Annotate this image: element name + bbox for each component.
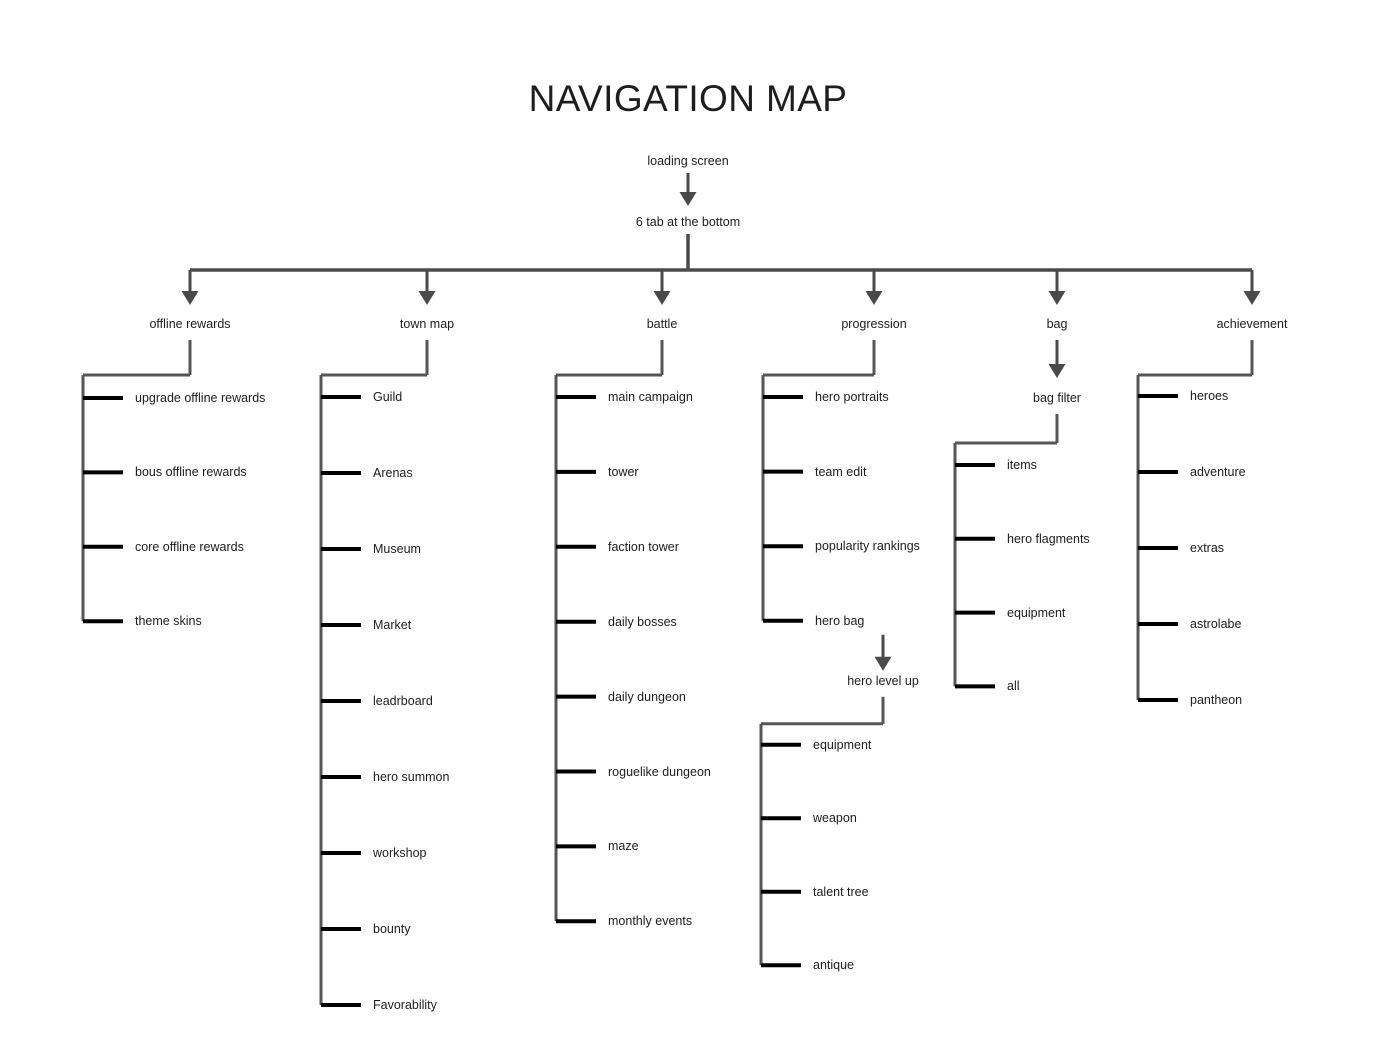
leaf-battle-4[interactable]: daily dungeon	[608, 689, 686, 704]
leaf-offline-rewards-3[interactable]: theme skins	[135, 613, 202, 628]
leaf-bag-1[interactable]: hero flagments	[1007, 531, 1090, 546]
arrow-bus-to-bag-head-icon	[1048, 291, 1066, 305]
arrow-bus-to-town-map-head-icon	[418, 291, 436, 305]
leaf-battle-2[interactable]: faction tower	[608, 539, 679, 554]
leaf-town-map-1[interactable]: Arenas	[373, 465, 413, 480]
node-offline-rewards[interactable]: offline rewards	[149, 316, 231, 331]
node-achievement[interactable]: achievement	[1216, 316, 1288, 331]
leaf-progression-2[interactable]: popularity rankings	[815, 538, 920, 553]
node-6-tab-at-the-bottom[interactable]: 6 tab at the bottom	[635, 214, 741, 229]
arrow-loading-to-hub-head-icon	[679, 192, 697, 206]
leaf-battle-0[interactable]: main campaign	[608, 389, 693, 404]
leaf-town-map-3[interactable]: Market	[373, 617, 412, 632]
page-title: NAVIGATION MAP	[528, 78, 848, 119]
leaf-battle-6[interactable]: maze	[608, 839, 639, 854]
node-town-map[interactable]: town map	[399, 316, 455, 331]
leaf-town-map-0[interactable]: Guild	[373, 389, 403, 404]
leaf-hero-level-up-1[interactable]: weapon	[813, 811, 857, 826]
leaf-battle-1[interactable]: tower	[608, 464, 639, 479]
arrow-bus-to-offline-rewards-head-icon	[181, 291, 199, 305]
leaf-battle-7[interactable]: monthly events	[608, 914, 693, 929]
arrow-bus-to-achievement-head-icon	[1243, 291, 1261, 305]
leaf-achievement-0[interactable]: heroes	[1190, 388, 1229, 403]
node-bag[interactable]: bag	[1046, 316, 1068, 331]
leaf-town-map-7[interactable]: bounty	[373, 921, 411, 936]
leaf-offline-rewards-2[interactable]: core offline rewards	[135, 539, 244, 554]
arrow-herobag-to-levelup-head-icon	[874, 656, 892, 671]
node-battle[interactable]: battle	[646, 316, 678, 331]
node-bag-filter[interactable]: bag filter	[1033, 390, 1081, 405]
node-loading-screen[interactable]: loading screen	[647, 153, 729, 168]
leaf-achievement-2[interactable]: extras	[1190, 540, 1225, 555]
arrow-bag-to-filter-head-icon	[1048, 364, 1066, 378]
leaf-achievement-3[interactable]: astrolabe	[1190, 616, 1242, 631]
leaf-battle-5[interactable]: roguelike dungeon	[608, 764, 711, 779]
arrow-bus-to-progression-head-icon	[865, 291, 883, 305]
node-progression[interactable]: progression	[841, 316, 907, 331]
leaf-offline-rewards-1[interactable]: bous offline rewards	[135, 465, 247, 480]
leaf-town-map-5[interactable]: hero summon	[373, 769, 450, 784]
leaf-bag-0[interactable]: items	[1007, 457, 1037, 472]
leaf-battle-3[interactable]: daily bosses	[608, 614, 677, 629]
leaf-progression-3[interactable]: hero bag	[815, 613, 865, 628]
arrow-bus-to-battle-head-icon	[653, 291, 671, 305]
leaf-bag-3[interactable]: all	[1007, 679, 1020, 694]
leaf-town-map-8[interactable]: Favorability	[373, 997, 437, 1012]
leaf-achievement-4[interactable]: pantheon	[1190, 692, 1243, 707]
leaf-offline-rewards-0[interactable]: upgrade offline rewards	[135, 390, 266, 405]
leaf-town-map-4[interactable]: leadrboard	[373, 693, 433, 708]
leaf-town-map-2[interactable]: Museum	[373, 541, 421, 556]
node-hero-level-up[interactable]: hero level up	[847, 673, 919, 688]
leaf-bag-2[interactable]: equipment	[1007, 605, 1066, 620]
leaf-hero-level-up-0[interactable]: equipment	[813, 737, 872, 752]
leaf-achievement-1[interactable]: adventure	[1190, 464, 1246, 479]
leaf-town-map-6[interactable]: workshop	[373, 845, 427, 860]
leaf-progression-1[interactable]: team edit	[815, 464, 867, 479]
leaf-progression-0[interactable]: hero portraits	[815, 389, 889, 404]
leaf-hero-level-up-3[interactable]: antique	[813, 958, 855, 973]
leaf-hero-level-up-2[interactable]: talent tree	[813, 884, 869, 899]
